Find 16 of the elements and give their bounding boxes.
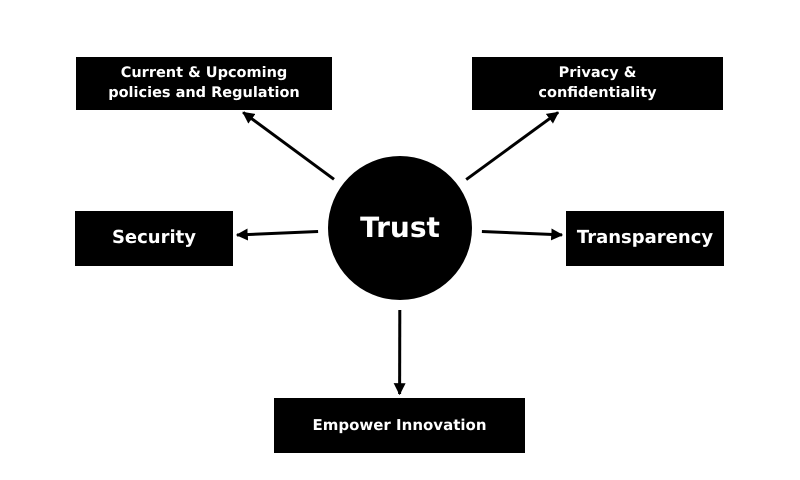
process-box: [566, 211, 724, 266]
arrow: [394, 310, 406, 396]
process-box: [76, 57, 332, 110]
arrow: [242, 111, 335, 180]
process-box: [274, 398, 525, 453]
arrow: [465, 111, 560, 181]
process-box: [472, 57, 723, 110]
node-label: Current & Upcoming policies and Regulation: [107, 64, 301, 102]
node-label: Security: [112, 226, 196, 250]
node-label: Empower Innovation: [312, 415, 486, 436]
node-label: Trust: [360, 210, 440, 246]
node-label: Privacy & confidentiality: [538, 64, 657, 102]
process-box: [75, 211, 233, 266]
arrow: [482, 228, 564, 240]
node-label: Transparency: [576, 226, 714, 250]
arrow: [236, 228, 318, 241]
